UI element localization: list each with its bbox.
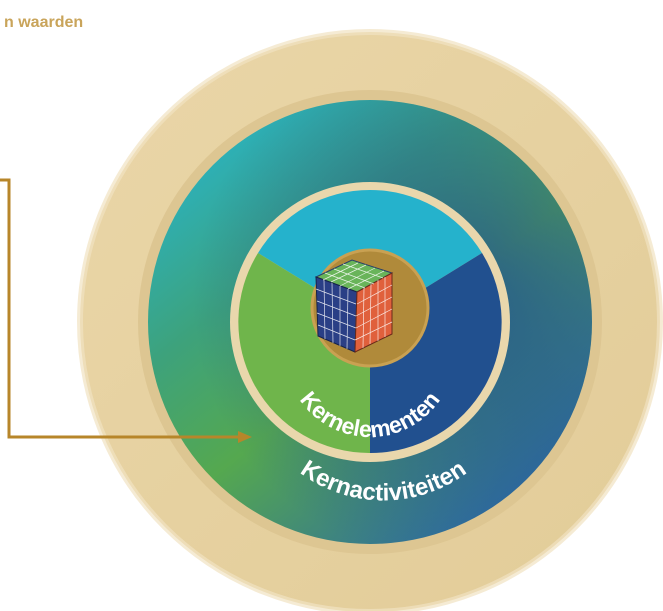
outer-ring-edge — [77, 29, 663, 611]
connector-arrow — [0, 178, 252, 443]
rubiks-cube-icon — [314, 259, 394, 353]
cube-grid-lines — [315, 262, 393, 350]
center-gold-rim — [310, 248, 430, 368]
connector-line — [0, 178, 240, 439]
header-text: n waarden — [4, 14, 84, 31]
arrowhead-icon — [238, 431, 252, 443]
